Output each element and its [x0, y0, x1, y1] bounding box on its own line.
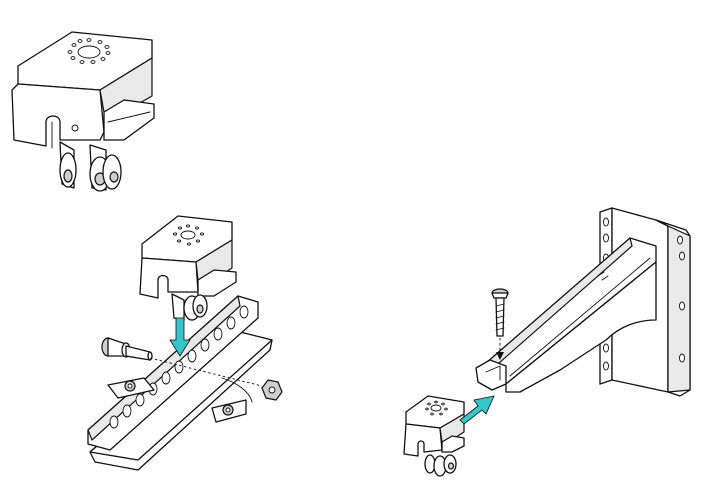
clamp-detail-view — [11, 31, 155, 192]
top-hole-ring — [67, 38, 111, 64]
clamp-wheels — [59, 141, 122, 192]
hex-bolt — [101, 337, 153, 361]
slide-arrow-diagonal — [459, 395, 495, 425]
clamp-to-bar-view — [87, 215, 283, 471]
hex-nut — [261, 379, 283, 401]
insert-arrow-down — [169, 317, 191, 357]
clamp2-hole-ring — [172, 224, 205, 246]
bar-hole-row — [109, 305, 249, 429]
clamp-to-wall-arm-view — [403, 207, 691, 477]
clamp3-hole-ring — [425, 400, 448, 416]
mounting-screw — [491, 288, 509, 337]
